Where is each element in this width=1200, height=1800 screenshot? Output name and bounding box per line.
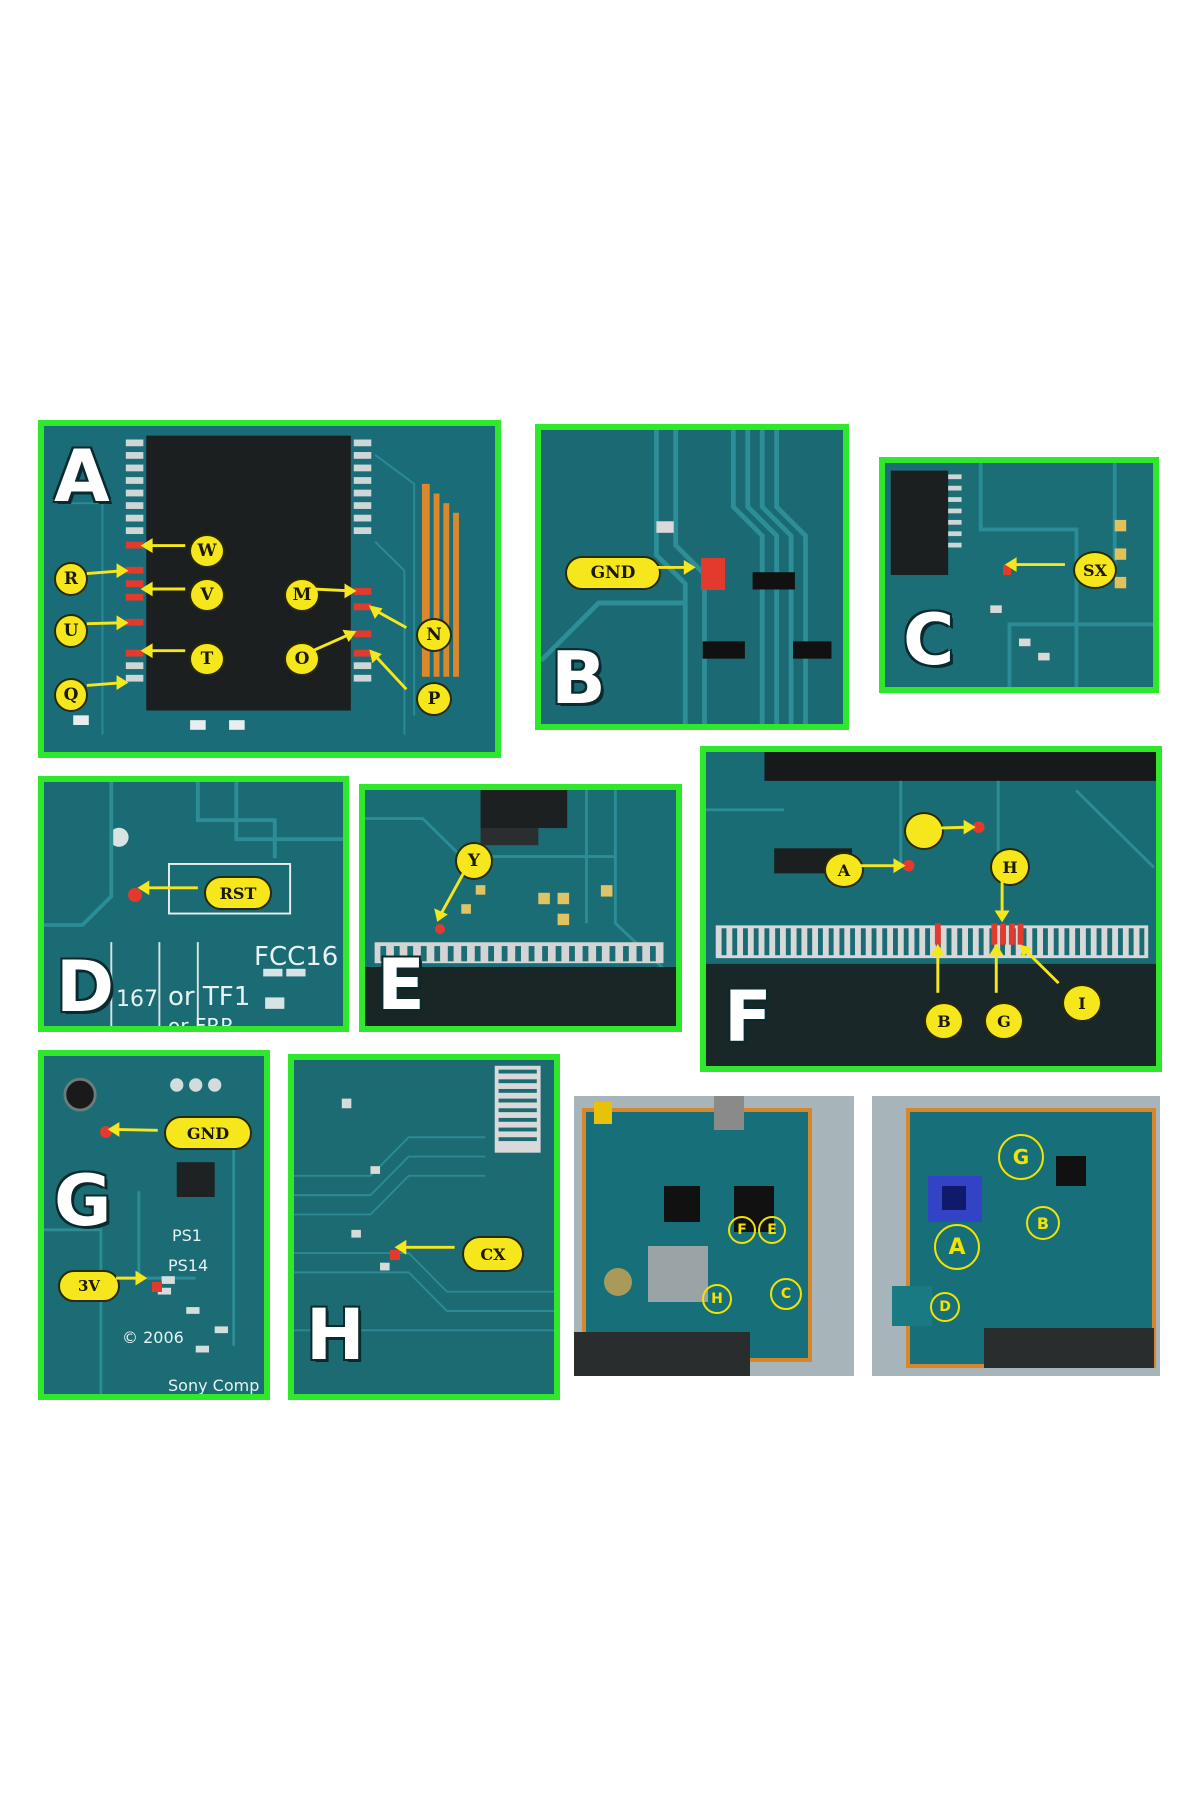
panel-a-letter: A (54, 434, 110, 518)
overview-label-f: F (728, 1216, 756, 1244)
gnd-pad (701, 558, 725, 590)
callout-t: T (189, 642, 225, 676)
callout-u: U (54, 614, 88, 648)
callout-cx: CX (462, 1236, 524, 1272)
callout-r: R (54, 562, 88, 596)
callout-p: P (416, 682, 452, 716)
callout-g: G (984, 1002, 1024, 1040)
silk-ps14: PS14 (168, 1256, 209, 1275)
silk-tf1: or TF1 (168, 982, 251, 1012)
pcb-background (294, 1060, 554, 1394)
panel-e-letter: E (377, 944, 425, 1026)
panel-a: A W V R U T Q M N O P (38, 420, 501, 758)
silk-sony: Sony Comp (168, 1376, 260, 1395)
callout-o: O (284, 642, 320, 676)
panel-f-letter: F (724, 976, 772, 1058)
gnd-pad (100, 1126, 112, 1138)
silk-frr: or FRR (168, 1014, 235, 1032)
overview-label-h: H (702, 1284, 732, 1314)
panel-b: GND B (535, 424, 849, 730)
callout-v: V (189, 578, 225, 612)
cx-pad (390, 1250, 400, 1260)
panel-c: SX C (879, 457, 1159, 693)
overview-label-d: D (930, 1292, 960, 1322)
callout-rst: RST (204, 876, 272, 910)
overview-label-g: G (998, 1134, 1044, 1180)
panel-h-letter: H (306, 1294, 365, 1376)
callout-i: I (1062, 984, 1102, 1022)
silk-prefix: 167 (116, 987, 158, 1012)
callout-b: B (924, 1002, 964, 1040)
callout-gnd: GND (565, 556, 661, 590)
panel-f: A H B G I F (700, 746, 1162, 1072)
overview-label-c: C (770, 1278, 802, 1310)
overview-label-b: B (1026, 1206, 1060, 1240)
callout-w: W (189, 534, 225, 568)
panel-b-letter: B (551, 636, 606, 720)
silk-copyright: © 2006 (122, 1328, 184, 1347)
callout-sx: SX (1073, 551, 1117, 589)
panel-d-letter: D (56, 946, 115, 1028)
overview-label-e: E (758, 1216, 786, 1244)
y-pad (435, 924, 445, 934)
panel-g-letter: G (54, 1160, 112, 1242)
silk-fcc16: FCC16 (254, 942, 339, 972)
callout-gnd: GND (164, 1116, 252, 1150)
callout-a: A (824, 852, 864, 888)
pcb-background (44, 1056, 264, 1394)
callout-h: H (990, 848, 1030, 886)
overview-label-a: A (934, 1224, 980, 1270)
overview-board-left: F E H C (574, 1096, 854, 1376)
callout-y: Y (455, 842, 493, 880)
pcb-background (44, 426, 495, 752)
callout-m: M (284, 578, 320, 612)
panel-c-letter: C (903, 599, 955, 681)
panel-h: CX H (288, 1054, 560, 1400)
blank-callout (904, 812, 944, 850)
sx-pad (1003, 565, 1011, 575)
board-photo-left (574, 1096, 854, 1376)
3v-pad (152, 1282, 162, 1292)
panel-g: GND 3V PS1 PS14 © 2006 Sony Comp G (38, 1050, 270, 1400)
panel-e: Y E (359, 784, 682, 1032)
pcb-background (365, 790, 676, 1026)
silk-ps1: PS1 (172, 1226, 202, 1245)
rst-pad (128, 888, 142, 902)
callout-q: Q (54, 678, 88, 712)
pcb-background (44, 782, 343, 1026)
overview-board-right: G B A D (872, 1096, 1160, 1376)
callout-3v: 3V (58, 1270, 120, 1302)
panel-d: RST FCC16 167 or TF1 or FRR D (38, 776, 349, 1032)
callout-n: N (416, 618, 452, 652)
